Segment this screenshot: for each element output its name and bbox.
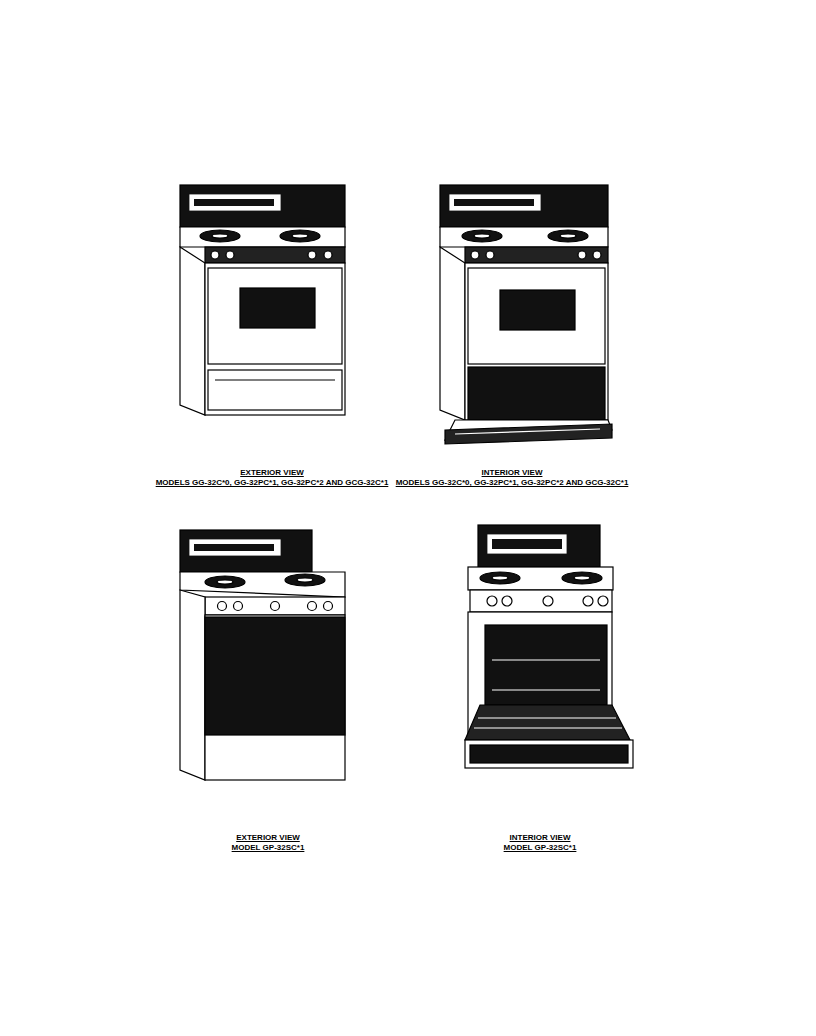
range-exterior bbox=[180, 530, 345, 780]
range-interior bbox=[465, 525, 633, 768]
caption-heading: INTERIOR VIEW bbox=[482, 468, 543, 478]
caption-heading: INTERIOR VIEW bbox=[510, 833, 571, 843]
range-interior bbox=[440, 185, 612, 444]
caption-models: MODEL GP-32SC*1 bbox=[232, 843, 305, 853]
caption-heading: EXTERIOR VIEW bbox=[240, 468, 304, 478]
range-exterior bbox=[180, 185, 345, 415]
caption-models: MODELS GG-32C*0, GG-32PC*1, GG-32PC*2 AN… bbox=[396, 478, 629, 488]
caption-models: MODELS GG-32C*0, GG-32PC*1, GG-32PC*2 AN… bbox=[156, 478, 389, 488]
caption-heading: EXTERIOR VIEW bbox=[236, 833, 300, 843]
caption-models: MODEL GP-32SC*1 bbox=[504, 843, 577, 853]
